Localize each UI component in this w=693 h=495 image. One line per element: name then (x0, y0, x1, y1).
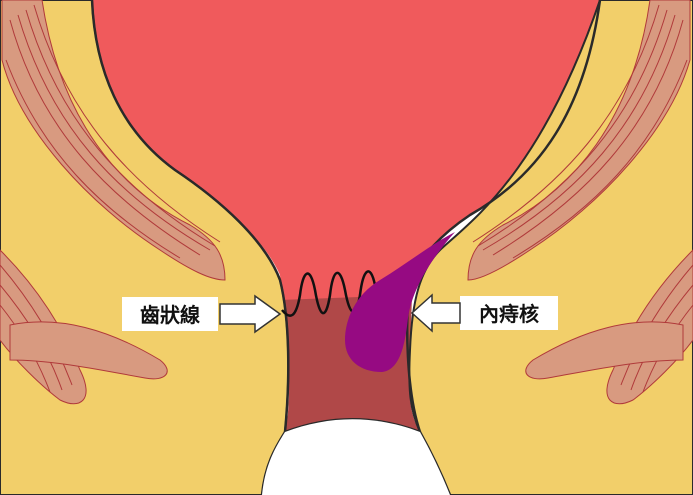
left-levator-muscle (1, 0, 226, 281)
hemorrhoid-label-box (460, 296, 558, 330)
internal-hemorrhoid (345, 232, 455, 372)
dentate-line-label: 齒狀線 (140, 303, 200, 327)
dentate-line-arrow (219, 294, 282, 334)
right-small-muscle (525, 321, 684, 380)
left-wall-outline (90, 0, 290, 433)
hemorrhoid-arrow (410, 293, 461, 333)
hemorrhoid-label: 內痔核 (479, 302, 539, 326)
dentate-line (281, 270, 389, 317)
rectum-lumen (92, 0, 600, 300)
left-levator-fibers (5, 4, 221, 259)
dentate-line-label-box (122, 297, 218, 331)
left-small-muscle (9, 321, 168, 380)
right-wall-outline (406, 0, 602, 433)
anal-opening (262, 419, 450, 495)
right-levator-fibers (472, 4, 688, 259)
